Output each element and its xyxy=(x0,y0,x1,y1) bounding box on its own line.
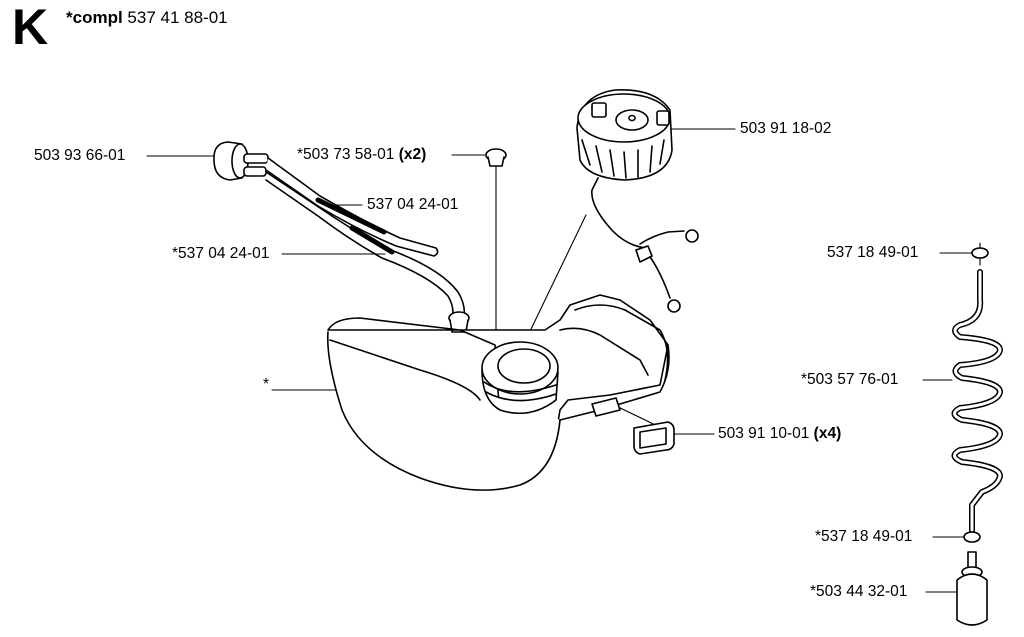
fuel-tank-drawing xyxy=(326,294,670,491)
tank-vent-drawing xyxy=(448,148,507,333)
leader-lines xyxy=(146,128,981,593)
assembly-header: *compl 537 41 88-01 xyxy=(66,8,228,28)
part-number: *503 73 58-01 xyxy=(297,146,395,163)
rubber-buffer-drawing xyxy=(633,421,675,455)
part-number: 503 91 10-01 xyxy=(718,425,810,442)
part-label-fuel-line-coil[interactable]: *503 57 76-01 xyxy=(801,371,898,389)
assembly-number: 537 41 88-01 xyxy=(127,8,228,27)
part-label-o-ring-top[interactable]: 537 18 49-01 xyxy=(827,244,918,262)
part-number: 503 91 18-02 xyxy=(740,120,832,137)
part-number: *537 04 24-01 xyxy=(172,245,270,262)
part-label-fuel-filter[interactable]: *503 44 32-01 xyxy=(810,583,907,601)
part-number: 537 04 24-01 xyxy=(367,196,459,213)
assembly-prefix: *compl xyxy=(66,8,123,27)
primer-bulb-drawing xyxy=(213,141,466,319)
part-number: *503 57 76-01 xyxy=(801,371,899,388)
part-number: 537 18 49-01 xyxy=(827,244,919,261)
part-label-fuel-cap[interactable]: 503 91 18-02 xyxy=(740,120,831,138)
part-label-fuel-hose-1[interactable]: 537 04 24-01 xyxy=(367,196,458,214)
part-label-primer-bulb[interactable]: 503 93 66-01 xyxy=(34,147,125,165)
part-number: *503 44 32-01 xyxy=(810,583,908,600)
part-label-rubber-buffer[interactable]: 503 91 10-01 (x4) xyxy=(718,425,841,443)
fuel-cap-drawing xyxy=(576,89,699,313)
section-letter: K xyxy=(12,0,49,55)
fuel-line-coil-drawing xyxy=(951,247,1003,543)
part-label-fuel-tank[interactable]: * xyxy=(263,376,269,394)
part-number: 503 93 66-01 xyxy=(34,147,126,164)
part-label-fuel-hose-2[interactable]: *537 04 24-01 xyxy=(172,245,269,263)
part-label-tank-vent[interactable]: *503 73 58-01 (x2) xyxy=(297,146,426,164)
part-number: *537 18 49-01 xyxy=(815,528,913,545)
part-qty: (x2) xyxy=(398,146,427,163)
part-number: * xyxy=(263,376,270,393)
part-qty: (x4) xyxy=(813,425,842,442)
fuel-filter-drawing xyxy=(956,551,988,626)
part-label-o-ring-bottom[interactable]: *537 18 49-01 xyxy=(815,528,912,546)
